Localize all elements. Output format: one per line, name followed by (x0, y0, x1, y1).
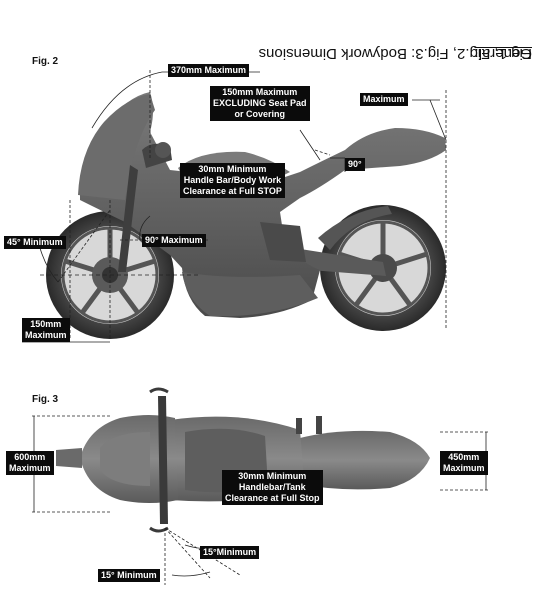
front-fork (118, 165, 138, 272)
front-fairing (78, 94, 155, 200)
label-450mm-maximum: 450mm Maximum (440, 451, 488, 475)
label-handlebar-clearance: 30mm Minimum Handle Bar/Body Work Cleara… (180, 163, 285, 198)
belly-pan (182, 272, 318, 317)
motorcycle-top-view (56, 387, 430, 533)
label-steer-15-minimum-b: 15° Minimum (98, 569, 160, 582)
fig3-label: Fig. 3 (32, 394, 59, 405)
label-90-degree-maximum: 90° Maximum (142, 234, 206, 247)
main-fairing (80, 92, 446, 318)
label-45-degree-minimum: 45° Minimum (4, 236, 66, 249)
fig2-label: Fig. 2 (32, 56, 59, 67)
label-seat-90-degree: 90° (345, 158, 365, 171)
engine-detail (260, 222, 306, 262)
label-seat-150mm-maximum: 150mm Maximum EXCLUDING Seat Pad or Cove… (210, 86, 310, 121)
rear-fender (318, 206, 392, 250)
label-600mm-maximum: 600mm Maximum (6, 451, 54, 475)
handlebar (142, 142, 172, 168)
label-370mm-maximum: 370mm Maximum (168, 64, 250, 77)
side-title-rest: Fig.1, Fig.2, Fig.3: Bodywork Dimensions (258, 45, 532, 62)
label-steer-15-minimum-a: 15°Minimum (200, 546, 260, 559)
label-front-150mm-maximum: 150mm Maximum (22, 318, 70, 342)
label-tank-clearance: 30mm Minimum Handlebar/Tank Clearance at… (222, 470, 323, 505)
side-title: General: Fig.1, Fig.2, Fig.3: Bodywork D… (259, 38, 536, 438)
label-tail-maximum: Maximum (360, 93, 408, 106)
